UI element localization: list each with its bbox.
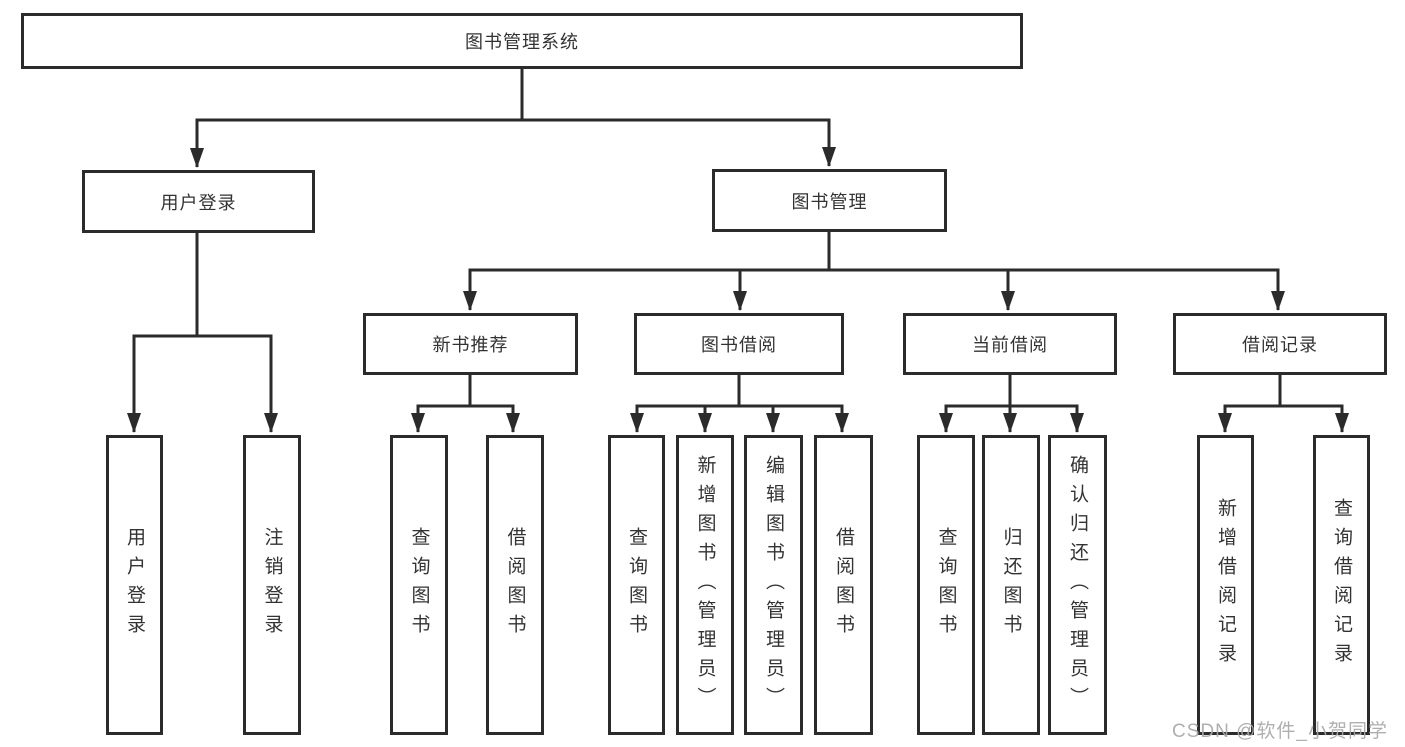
leaf-label: 借阅图书	[504, 527, 526, 643]
leaf-add-books-admin: 新增图书（管理员）	[676, 435, 734, 735]
leaf-query-borrow-record: 查询借阅记录	[1313, 435, 1370, 735]
leaf-query-books-current: 查询图书	[917, 435, 975, 735]
leaf-label: 确认归还（管理员）	[1067, 454, 1088, 716]
leaf-edit-books-admin: 编辑图书（管理员）	[744, 435, 803, 735]
leaf-label: 编辑图书（管理员）	[763, 454, 784, 716]
leaf-label: 查询借阅记录	[1331, 498, 1352, 672]
leaf-label: 查询图书	[626, 527, 647, 643]
leaf-label: 新增图书（管理员）	[694, 454, 716, 716]
node-library-management-system: 图书管理系统	[21, 13, 1023, 69]
node-new-book-recommend: 新书推荐	[363, 313, 578, 375]
node-borrow-records: 借阅记录	[1173, 313, 1387, 375]
leaf-label: 注销登录	[261, 527, 283, 643]
leaf-label: 查询图书	[935, 527, 957, 643]
leaf-confirm-return-admin: 确认归还（管理员）	[1048, 435, 1107, 735]
leaf-return-books: 归还图书	[982, 435, 1040, 735]
node-user-login-group: 用户登录	[82, 170, 315, 233]
leaf-add-borrow-record: 新增借阅记录	[1197, 435, 1254, 735]
leaf-label: 借阅图书	[833, 527, 854, 643]
csdn-watermark: CSDN @软件_小贺同学	[1172, 721, 1388, 742]
leaf-user-login: 用户登录	[106, 435, 163, 735]
leaf-label: 归还图书	[1000, 527, 1022, 643]
leaf-borrow-books-recommend: 借阅图书	[486, 435, 544, 735]
leaf-query-books-recommend: 查询图书	[390, 435, 448, 735]
leaf-query-books-borrowing: 查询图书	[608, 435, 665, 735]
leaf-label: 查询图书	[408, 527, 430, 643]
node-book-management: 图书管理	[712, 169, 947, 232]
node-book-borrowing: 图书借阅	[634, 313, 844, 375]
leaf-label: 用户登录	[124, 527, 145, 643]
leaf-label: 新增借阅记录	[1215, 498, 1236, 672]
node-current-borrowing: 当前借阅	[903, 313, 1117, 375]
leaf-logout: 注销登录	[243, 435, 301, 735]
leaf-borrow-books: 借阅图书	[814, 435, 873, 735]
